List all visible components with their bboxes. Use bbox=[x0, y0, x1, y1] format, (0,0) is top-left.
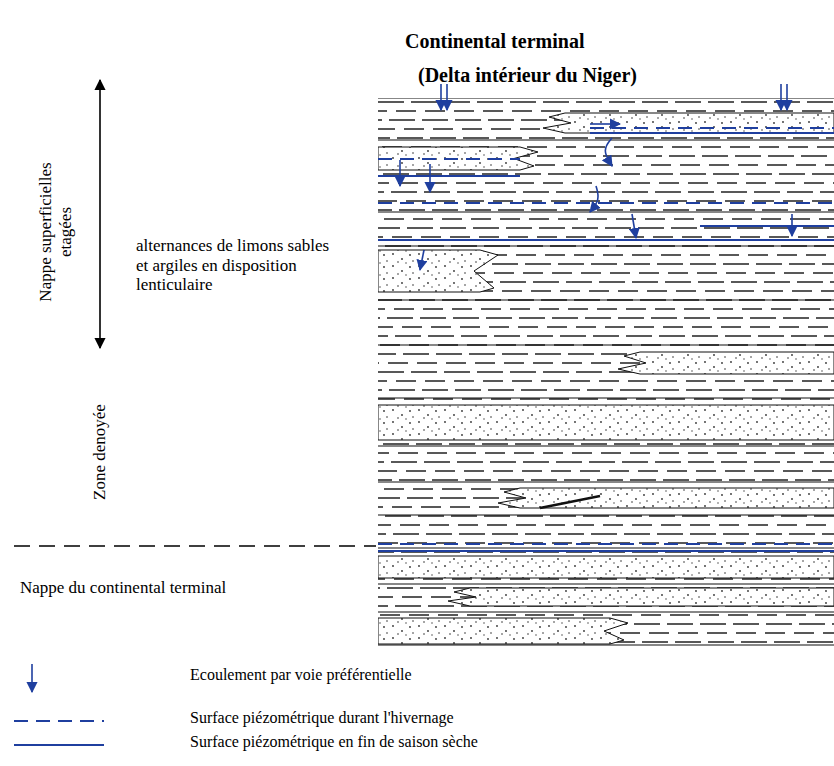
aquifer-label: Nappe du continental terminal bbox=[20, 578, 226, 598]
clay-stroke bbox=[378, 317, 834, 318]
lithology-note: alternances de limons sables et argiles … bbox=[136, 236, 341, 295]
legend-text: Surface piézométrique durant l'hivernage bbox=[190, 709, 454, 727]
clay-stroke bbox=[378, 614, 834, 615]
zone-label: Zone denoyée bbox=[90, 404, 110, 500]
clay-stroke bbox=[378, 227, 834, 228]
flow-arrow bbox=[440, 84, 442, 110]
flow-arrow bbox=[780, 84, 782, 110]
aquifer-limit bbox=[14, 545, 376, 547]
dry-season-level bbox=[590, 132, 834, 134]
clay-stroke bbox=[378, 452, 834, 453]
sand-lens bbox=[378, 618, 628, 644]
bedding-line bbox=[378, 611, 834, 612]
clay-stroke bbox=[378, 335, 834, 336]
clay-stroke bbox=[378, 218, 834, 219]
clay-stroke bbox=[378, 389, 834, 390]
flow-arrow bbox=[786, 84, 788, 110]
legend-sample bbox=[14, 720, 104, 722]
clay-stroke bbox=[378, 182, 834, 183]
legend-text: Ecoulement par voie préférentielle bbox=[190, 666, 412, 684]
zone-label: Nappe superficielles etagées bbox=[36, 147, 75, 317]
bedding-line bbox=[378, 211, 834, 212]
clay-stroke bbox=[378, 479, 834, 480]
bedding-line bbox=[378, 644, 834, 645]
clay-stroke bbox=[378, 191, 834, 192]
flow-arrow bbox=[590, 186, 598, 212]
clay-stroke bbox=[378, 461, 834, 462]
dry-season-level bbox=[378, 239, 834, 241]
clay-stroke bbox=[378, 299, 834, 300]
clay-stroke bbox=[378, 470, 834, 471]
clay-stroke bbox=[378, 533, 834, 534]
clay-stroke bbox=[378, 326, 834, 327]
dry-season-level bbox=[700, 225, 834, 227]
title: Continental terminal bbox=[405, 30, 584, 53]
legend-text: Surface piézométrique en fin de saison s… bbox=[190, 733, 478, 751]
sand-lens bbox=[378, 405, 834, 440]
clay-stroke bbox=[378, 236, 834, 237]
clay-stroke bbox=[378, 380, 834, 381]
flow-arrow bbox=[605, 138, 612, 166]
bedding-line bbox=[378, 583, 834, 584]
flow-arrow bbox=[791, 214, 793, 236]
flow-arrow bbox=[429, 164, 431, 192]
clay-stroke bbox=[378, 578, 834, 579]
clay-stroke bbox=[378, 551, 834, 552]
symbols bbox=[14, 80, 792, 745]
flow-arrow bbox=[420, 250, 424, 270]
sand-lens bbox=[498, 488, 834, 508]
dry-season-level bbox=[378, 550, 834, 552]
bedding-line bbox=[378, 139, 834, 140]
sand-lens bbox=[543, 113, 834, 133]
sand-lens bbox=[378, 556, 834, 578]
sand-lens bbox=[378, 250, 498, 292]
bedding-line bbox=[378, 481, 834, 482]
bedding-line bbox=[378, 299, 834, 300]
wet-season-level bbox=[378, 202, 834, 204]
flow-arrow bbox=[99, 80, 101, 348]
legend-sample bbox=[14, 744, 104, 746]
bedding-line bbox=[378, 445, 834, 446]
bedding-line bbox=[378, 397, 834, 398]
bedding-line bbox=[378, 547, 834, 548]
sand-lens bbox=[378, 147, 538, 170]
clay-stroke bbox=[378, 308, 834, 309]
clay-stroke bbox=[378, 209, 834, 210]
wet-season-level bbox=[378, 543, 834, 545]
clay-stroke bbox=[378, 137, 834, 138]
clay-stroke bbox=[378, 515, 834, 516]
flow-arrow bbox=[632, 214, 636, 238]
clay-stroke bbox=[378, 542, 834, 543]
flow-arrow bbox=[590, 123, 620, 125]
flow-arrow bbox=[446, 84, 448, 110]
subtitle: (Delta intérieur du Niger) bbox=[418, 64, 637, 87]
bedding-line bbox=[378, 344, 834, 345]
clay-stroke bbox=[378, 200, 834, 201]
bedding-line bbox=[540, 496, 600, 508]
sand-lens bbox=[618, 352, 834, 374]
clay-stroke bbox=[378, 344, 834, 345]
bedding-line bbox=[378, 245, 834, 246]
sand-lens bbox=[448, 588, 834, 606]
flow-arrow bbox=[399, 160, 401, 186]
wet-season-level bbox=[590, 127, 834, 129]
clay-stroke bbox=[378, 110, 834, 111]
clay-stroke bbox=[378, 173, 834, 174]
clay-stroke bbox=[378, 443, 834, 444]
flow-arrow bbox=[31, 664, 33, 692]
clay-stroke bbox=[378, 524, 834, 525]
clay-stroke bbox=[378, 398, 834, 399]
wet-season-level bbox=[378, 158, 520, 160]
strata bbox=[378, 98, 834, 645]
clay-stroke bbox=[378, 245, 834, 246]
bedding-line bbox=[378, 514, 834, 515]
